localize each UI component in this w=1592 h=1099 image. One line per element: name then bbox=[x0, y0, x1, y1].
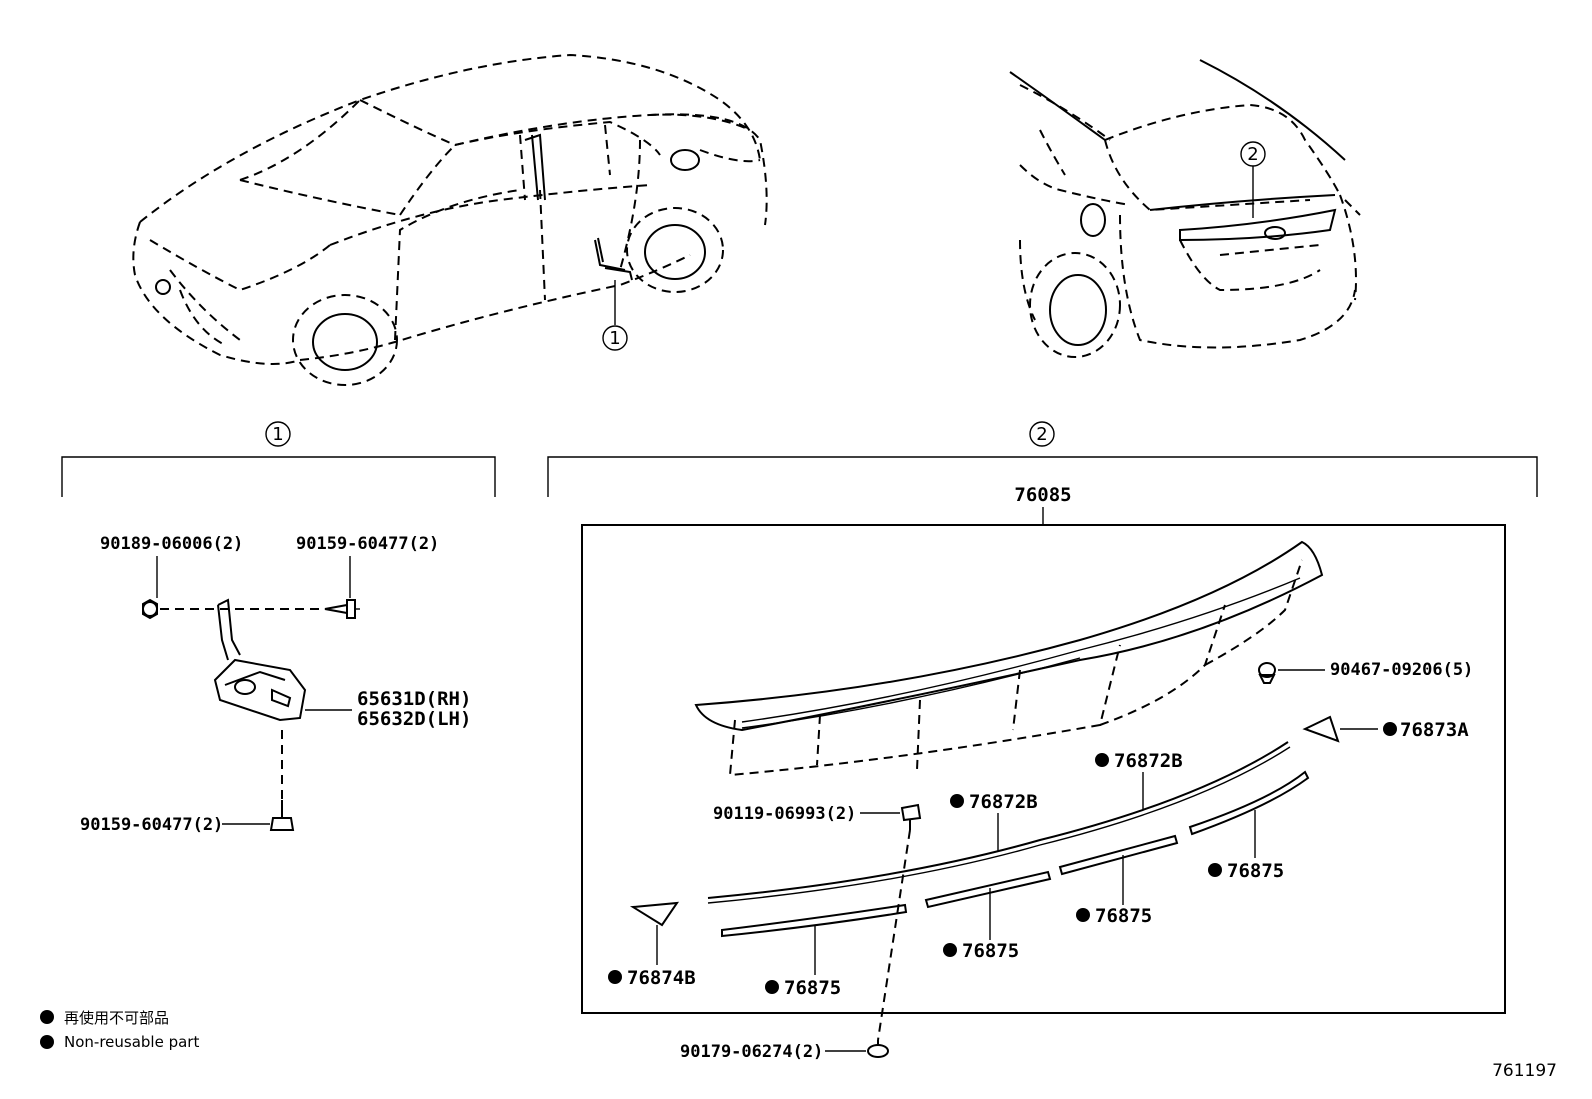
hatchback-illustration bbox=[1009, 59, 1361, 358]
nut-icon bbox=[142, 598, 158, 620]
non-reusable-mark bbox=[1383, 722, 1397, 736]
callout-number: 2 bbox=[1247, 144, 1258, 165]
label-76875-d: 76875 bbox=[1227, 860, 1284, 882]
end-cap-right-part bbox=[1302, 715, 1340, 743]
non-reusable-mark bbox=[1208, 863, 1222, 877]
label-76875-b: 76875 bbox=[962, 940, 1019, 962]
non-reusable-mark bbox=[1095, 753, 1109, 767]
non-reusable-mark bbox=[608, 970, 622, 984]
legend: 再使用不可部品 Non-reusable part bbox=[40, 1009, 199, 1051]
non-reusable-mark bbox=[765, 980, 779, 994]
label-76872B-right: 76872B bbox=[1114, 750, 1183, 772]
label-90119-06993: 90119-06993(2) bbox=[713, 804, 856, 824]
callout-number: 1 bbox=[609, 328, 620, 349]
legend-text-en: Non-reusable part bbox=[64, 1033, 199, 1051]
hatchback-callout-2: 2 bbox=[1240, 141, 1266, 218]
bolt-icon bbox=[269, 800, 295, 831]
section-1-header: 1 bbox=[61, 421, 496, 497]
label-65631D-rh: 65631D(RH) bbox=[357, 688, 471, 710]
clip-icon bbox=[1258, 662, 1276, 684]
figure-reference-number: 761197 bbox=[1492, 1061, 1557, 1081]
spoiler-assembly-group: 76085 90467-09206(5) 76873A bbox=[581, 484, 1506, 1062]
label-76875-c: 76875 bbox=[1095, 905, 1152, 927]
moulding-strip-upper bbox=[707, 741, 1289, 899]
label-65632D-lh: 65632D(LH) bbox=[357, 708, 471, 730]
step-bracket-part bbox=[213, 598, 307, 722]
label-90159-60477-top: 90159-60477(2) bbox=[296, 534, 439, 554]
strip-segment-1 bbox=[721, 903, 908, 938]
section-2-header: 2 bbox=[547, 421, 1538, 497]
non-reusable-mark bbox=[943, 943, 957, 957]
strip-segment-4 bbox=[1188, 770, 1310, 836]
section-2-number: 2 bbox=[1036, 424, 1047, 445]
legend-mark-en bbox=[40, 1035, 54, 1049]
bolt-icon bbox=[324, 599, 360, 619]
label-90179-06274: 90179-06274(2) bbox=[680, 1042, 823, 1062]
non-reusable-mark bbox=[1076, 908, 1090, 922]
label-90467-09206: 90467-09206(5) bbox=[1330, 660, 1473, 680]
label-76875-a: 76875 bbox=[784, 977, 841, 999]
section-1-number: 1 bbox=[272, 424, 283, 445]
sedan-illustration bbox=[132, 53, 768, 386]
label-90159-60477-bottom: 90159-60477(2) bbox=[80, 815, 223, 835]
strip-segment-3 bbox=[1058, 834, 1179, 876]
strip-segment-2 bbox=[924, 870, 1052, 909]
assembly-frame bbox=[581, 524, 1506, 1014]
label-76085: 76085 bbox=[1014, 484, 1071, 506]
pin-icon bbox=[900, 803, 922, 830]
label-90189-06006: 90189-06006(2) bbox=[100, 534, 243, 554]
sedan-callout-1: 1 bbox=[602, 325, 628, 351]
label-76874B: 76874B bbox=[627, 967, 696, 989]
rear-spoiler-part bbox=[694, 540, 1324, 777]
label-76873A: 76873A bbox=[1400, 719, 1469, 741]
end-cap-left-part bbox=[629, 901, 680, 927]
step-bracket-group: 90189-06006(2) 90159-60477(2) 65631D(RH)… bbox=[80, 534, 471, 835]
legend-mark-jp bbox=[40, 1010, 54, 1024]
non-reusable-mark bbox=[950, 794, 964, 808]
label-76872B-left: 76872B bbox=[969, 791, 1038, 813]
legend-text-jp: 再使用不可部品 bbox=[64, 1009, 169, 1027]
nut-icon bbox=[867, 1040, 889, 1058]
